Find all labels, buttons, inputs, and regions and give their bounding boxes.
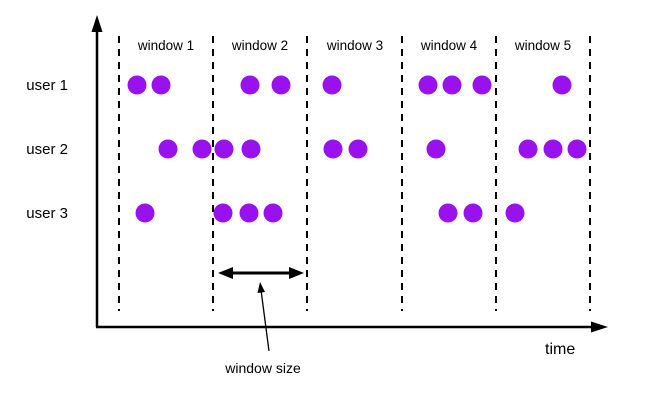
window-4-label: window 4 [420,38,478,53]
event-dot-user-2 [348,139,368,159]
event-dot-user-3 [505,203,525,223]
y-axis-arrowhead-icon [91,15,103,32]
event-dot-user-2 [426,139,446,159]
event-dot-user-1 [127,75,147,95]
event-dot-user-1 [552,75,572,95]
window-size-pointer-line [260,289,270,352]
window-size-arrowhead-left-icon [218,267,233,279]
window-1-label: window 1 [137,38,195,53]
event-dot-user-3 [135,203,155,223]
event-dot-user-1 [240,75,260,95]
event-dot-user-1 [472,75,492,95]
event-dot-user-2 [518,139,538,159]
event-dot-user-1 [418,75,438,95]
event-dot-user-3 [463,203,483,223]
event-dot-user-2 [158,139,178,159]
user-3-label: user 3 [26,205,68,222]
event-dot-user-2 [214,139,234,159]
x-axis-arrowhead-icon [591,321,608,333]
event-dot-user-1 [151,75,171,95]
event-dot-user-2 [323,139,343,159]
window-2-label: window 2 [231,38,289,53]
time-axis-label: time [545,341,576,358]
event-dot-user-1 [322,75,342,95]
event-dot-user-2 [567,139,587,159]
event-dot-user-1 [442,75,462,95]
window-5-label: window 5 [514,38,572,53]
event-dot-user-2 [543,139,563,159]
event-dot-user-3 [438,203,458,223]
event-dot-user-3 [263,203,283,223]
user-1-label: user 1 [26,77,68,94]
event-dot-user-2 [192,139,212,159]
event-dot-user-3 [213,203,233,223]
window-size-pointer-arrowhead-icon [257,282,265,293]
window-3-label: window 3 [326,38,384,53]
window-size-arrowhead-right-icon [289,267,304,279]
window-size-label: window size [225,360,301,376]
event-dot-user-2 [241,139,261,159]
event-dot-user-3 [239,203,259,223]
event-dot-user-1 [271,75,291,95]
user-2-label: user 2 [26,141,68,158]
